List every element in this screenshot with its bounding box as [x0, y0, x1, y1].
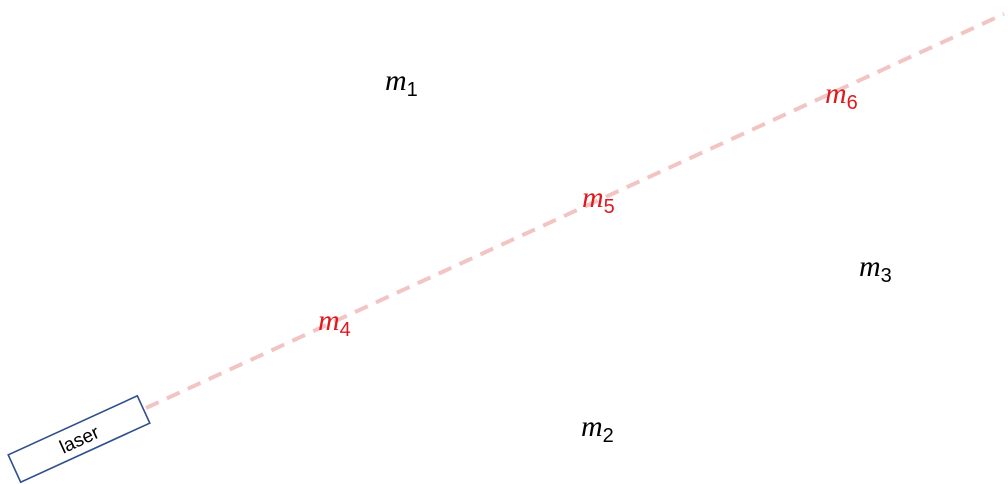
mass-symbol: m — [318, 304, 340, 337]
mass-label-m6: m6 — [825, 77, 858, 114]
mass-subscript: 5 — [604, 196, 615, 218]
mass-symbol: m — [581, 410, 603, 443]
mass-subscript: 2 — [603, 425, 614, 447]
mass-symbol: m — [825, 77, 847, 110]
mass-label-m4: m4 — [318, 304, 351, 341]
mass-label-m5: m5 — [582, 181, 615, 218]
mass-label-m1: m1 — [385, 64, 418, 101]
mass-label-m3: m3 — [859, 250, 892, 287]
mass-symbol: m — [385, 64, 407, 97]
mass-label-m2: m2 — [581, 410, 614, 447]
laser-beam — [145, 12, 1005, 410]
mass-subscript: 1 — [407, 79, 418, 101]
laser-device: laser — [7, 394, 151, 484]
mass-symbol: m — [859, 250, 881, 283]
mass-subscript: 4 — [340, 319, 351, 341]
mass-subscript: 3 — [881, 265, 892, 287]
mass-symbol: m — [582, 181, 604, 214]
laser-box — [7, 394, 151, 484]
mass-subscript: 6 — [847, 92, 858, 114]
